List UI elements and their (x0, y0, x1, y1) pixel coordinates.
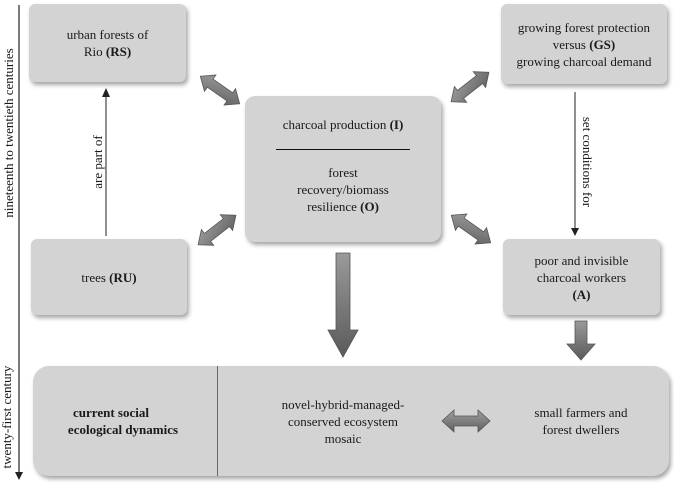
bottom-mid-line3: mosaic (324, 430, 362, 446)
bottom-right-line1: small farmers and (534, 405, 628, 420)
bottom-mid-section: novel-hybrid-managed- conserved ecosyste… (238, 366, 448, 476)
box-urban-forests: urban forests of Rio (RS) (29, 4, 186, 82)
a-line2: charcoal workers (536, 269, 627, 285)
rs-line1: urban forests of (66, 27, 149, 42)
double-arrow-ru-center (197, 214, 237, 246)
gs-code: (GS) (589, 36, 616, 52)
box-charcoal-workers: poor and invisible charcoal workers (A) (503, 239, 660, 315)
down-arrow-a (566, 320, 596, 361)
bottom-mid-line1: novel-hybrid-managed- (281, 396, 405, 412)
bottom-right-line2: forest dwellers (542, 422, 620, 437)
double-arrow-bottom (441, 409, 491, 433)
set-conditions-label: set conditions for (580, 116, 595, 208)
bottom-left-line1: current social (73, 405, 149, 420)
rs-code: (RS) (105, 44, 132, 59)
gs-line3: growing charcoal demand (516, 53, 652, 69)
rs-line2: Rio (RS) (83, 44, 132, 59)
a-line1: poor and invisible (534, 252, 629, 268)
double-arrow-gs-center (450, 71, 490, 103)
bottom-right-section: small farmers and forest dwellers (503, 366, 659, 476)
center-divider (276, 149, 410, 150)
center-line1: forest (328, 165, 358, 180)
bottom-left-line2: ecological dynamics (67, 422, 179, 437)
bottom-mid-line2: conserved ecosystem (287, 413, 399, 429)
double-arrow-rs-center (199, 74, 241, 106)
gs-line2: versus (GS) (552, 36, 616, 52)
ru-code: (RU) (109, 269, 137, 285)
period-bottom-label: twenty-first century (0, 365, 14, 469)
center-line2: recovery/biomass (297, 182, 389, 197)
box-growing-forest-protection: growing forest protection versus (GS) gr… (501, 4, 667, 84)
bottom-left-section: current social ecological dynamics (33, 366, 218, 476)
center-line3: resilience (O) (307, 199, 379, 214)
ru-line: trees (RU) (81, 269, 137, 285)
double-arrow-a-center (450, 213, 492, 245)
period-top-label: nineteenth to twentieth centuries (1, 48, 16, 218)
down-arrow-center (327, 252, 359, 358)
center-code: (O) (360, 199, 379, 214)
are-part-of-label: are part of (90, 135, 105, 189)
center-top-code: (I) (389, 117, 404, 132)
box-charcoal-production: charcoal production (I) forest recovery/… (245, 96, 441, 242)
timeline-arrowhead (15, 472, 23, 480)
gs-line1: growing forest protection (517, 19, 651, 35)
a-code: (A) (572, 286, 591, 302)
box-current-dynamics: current social ecological dynamics novel… (33, 366, 669, 476)
box-trees: trees (RU) (31, 239, 187, 315)
center-top-line: charcoal production (I) (282, 117, 404, 132)
